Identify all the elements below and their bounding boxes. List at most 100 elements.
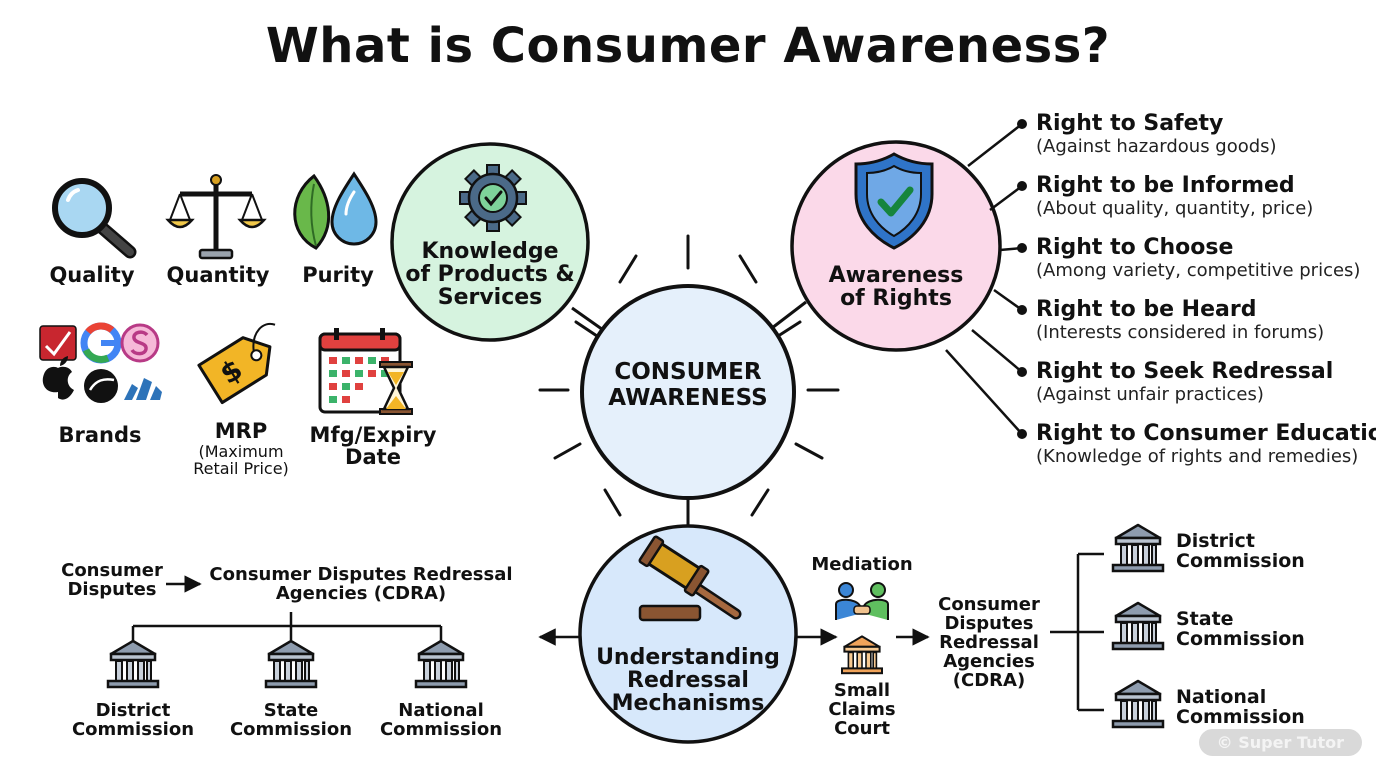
right-item: Right to Safety (Against hazardous goods… (1036, 111, 1277, 157)
mrp-title: MRP (214, 419, 268, 443)
cdra-right-label: Consumer Disputes Redressal Agencies (CD… (930, 594, 1048, 691)
right-item: Right to be Heard (Interests considered … (1036, 297, 1324, 343)
right-national-commission-label: National Commission (1176, 686, 1305, 728)
district-line-2: Commission (71, 718, 195, 740)
mfg-expiry-line-1: Mfg/Expiry (309, 423, 437, 447)
right-item: Right to Choose (Among variety, competit… (1036, 235, 1360, 281)
mrp-label: MRP (Maximum Retail Price) (176, 420, 306, 478)
right-national-line-2: Commission (1176, 705, 1305, 728)
gear-icon (459, 164, 527, 232)
district-commission-label: District Commission (68, 700, 198, 740)
small-claims-line-1: Small (833, 680, 891, 701)
knowledge-heading: Knowledge of Products & Services (394, 240, 586, 309)
redressal-heading-line-3: Mechanisms (611, 691, 765, 717)
right-title: Right to be Heard (1036, 297, 1257, 322)
rights-heading: Awareness of Rights (806, 264, 986, 310)
right-state-line-1: State (1176, 608, 1234, 630)
cdra-right-line-2: Disputes (944, 612, 1034, 634)
brand-logos-icon (39, 322, 162, 403)
gavel-icon (638, 535, 742, 622)
right-title: Right to Seek Redressal (1036, 359, 1334, 384)
left-tree-lines (131, 575, 443, 642)
right-desc: (Knowledge of rights and remedies) (1036, 446, 1359, 467)
right-title: Right to be Informed (1036, 173, 1295, 198)
right-desc: (Against unfair practices) (1036, 384, 1264, 405)
rights-heading-line-2: of Rights (840, 286, 952, 312)
knowledge-heading-line-2: of Products & (405, 262, 575, 288)
district-line-1: District (95, 700, 171, 721)
scale-icon (165, 174, 267, 260)
small-claims-line-3: Court (834, 717, 890, 739)
small-claims-label: Small Claims Court (816, 680, 908, 739)
right-item: Right to Seek Redressal (Against unfair … (1036, 359, 1333, 405)
cdra-right-line-4: Agencies (943, 650, 1035, 672)
small-claims-line-2: Claims (828, 698, 896, 720)
rights-bullets (1017, 119, 1027, 439)
district-building-icon (106, 639, 160, 689)
right-district-line-2: Commission (1176, 549, 1305, 572)
right-state-line-2: Commission (1176, 627, 1305, 650)
mrp-sub-1: (Maximum (198, 442, 284, 462)
right-tree-lines (1050, 552, 1104, 712)
center-line-1: CONSUMER (614, 359, 762, 385)
handshake-icon (835, 582, 889, 620)
knowledge-circle (390, 142, 590, 342)
cdra-line-2: Agencies (CDRA) (275, 582, 447, 604)
watermark: © Super Tutor (1198, 729, 1362, 756)
state-building-icon (264, 639, 318, 689)
mfg-expiry-label: Mfg/Expiry Date (306, 424, 440, 468)
consumer-disputes-label: Consumer Disputes (56, 560, 168, 600)
redressal-heading: Understanding Redressal Mechanisms (590, 646, 786, 715)
right-national-line-1: National (1176, 686, 1267, 708)
national-line-1: National (398, 700, 484, 721)
brands-label: Brands (58, 423, 142, 447)
redressal-circle (578, 524, 798, 744)
right-desc: (Against hazardous goods) (1036, 136, 1277, 157)
cdra-label: Consumer Disputes Redressal Agencies (CD… (200, 564, 522, 604)
right-item: Right to be Informed (About quality, qua… (1036, 173, 1313, 219)
knowledge-heading-line-3: Services (437, 285, 543, 311)
quantity-label: Quantity (166, 263, 270, 287)
right-state-commission-label: State Commission (1176, 608, 1305, 650)
right-state-building-icon (1111, 601, 1165, 651)
cdra-right-line-1: Consumer (938, 594, 1040, 615)
magnifier-icon (52, 178, 137, 259)
right-national-building-icon (1111, 679, 1165, 729)
page-title: What is Consumer Awareness? (265, 18, 1111, 74)
price-tag-icon: $ (197, 322, 276, 405)
hourglass-icon (379, 361, 413, 415)
right-desc: (Among variety, competitive prices) (1036, 260, 1361, 281)
redressal-heading-line-2: Redressal (627, 668, 749, 694)
right-item: Right to Consumer Education (Knowledge o… (1036, 421, 1376, 467)
shield-icon (854, 152, 934, 250)
state-commission-label: State Commission (226, 700, 356, 740)
cdra-right-line-5: (CDRA) (952, 669, 1026, 691)
center-label: CONSUMER AWARENESS (588, 359, 788, 412)
redressal-heading-line-1: Understanding (596, 645, 780, 670)
consumer-disputes-line-1: Consumer (61, 560, 163, 581)
center-line-2: AWARENESS (608, 384, 768, 411)
calendar-icon (318, 328, 402, 414)
national-line-2: Commission (379, 718, 503, 740)
cdra-line-1: Consumer Disputes Redressal (209, 564, 513, 585)
national-commission-label: National Commission (376, 700, 506, 740)
consumer-disputes-line-2: Disputes (67, 578, 157, 600)
quality-label: Quality (49, 263, 135, 287)
right-title: Right to Safety (1036, 111, 1224, 136)
right-title: Right to Choose (1036, 235, 1234, 260)
right-desc: (Interests considered in forums) (1036, 322, 1325, 343)
leaf-drop-icon (293, 171, 378, 250)
right-district-building-icon (1111, 523, 1165, 573)
national-building-icon (414, 639, 468, 689)
cdra-right-line-3: Redressal (939, 631, 1039, 653)
knowledge-heading-line-1: Knowledge (421, 239, 559, 264)
mediation-label: Mediation (811, 554, 913, 575)
rights-heading-line-1: Awareness (828, 263, 964, 288)
small-claims-building-icon (840, 635, 884, 675)
state-line-1: State (263, 700, 319, 721)
purity-label: Purity (302, 263, 374, 287)
right-desc: (About quality, quantity, price) (1036, 198, 1314, 219)
right-title: Right to Consumer Education (1036, 421, 1376, 446)
